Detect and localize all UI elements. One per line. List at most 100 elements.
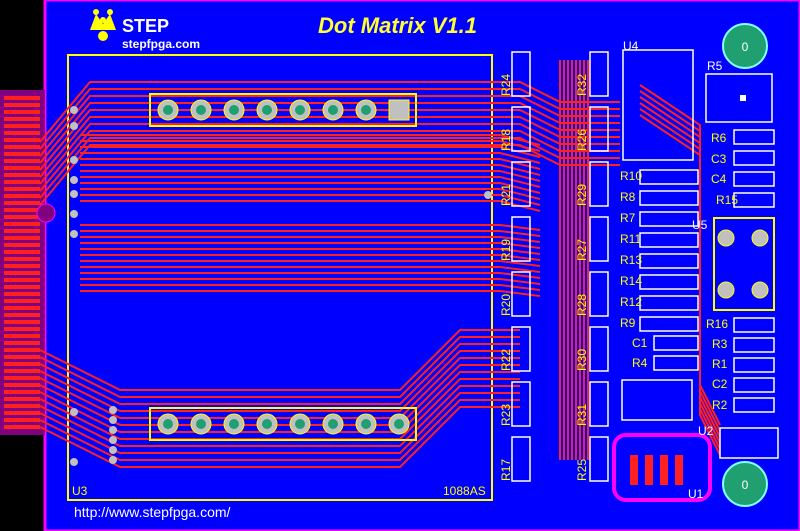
resistor-label: R17: [499, 458, 513, 481]
via: [109, 446, 117, 454]
header-pin-hole: [328, 419, 338, 429]
u1-pin: [660, 455, 668, 485]
resistor-footprint: [733, 357, 775, 373]
trace: [80, 230, 541, 237]
connector-finger: [4, 425, 40, 429]
connector-finger: [4, 222, 40, 226]
trace: [80, 254, 541, 261]
header-pins: [70, 99, 769, 466]
via: [70, 106, 78, 114]
trace: [39, 343, 520, 405]
resistor-footprint: [733, 171, 775, 187]
resistor-label: R20: [499, 293, 513, 316]
resistor-footprint: [589, 271, 609, 317]
trace: [80, 170, 541, 182]
connector-finger: [4, 110, 40, 114]
resistor-label: R21: [499, 183, 513, 206]
c4-label: C4: [711, 172, 727, 186]
via: [109, 426, 117, 434]
connector-finger: [4, 306, 40, 310]
board-url: http://www.stepfpga.com/: [74, 504, 231, 520]
via: [70, 210, 78, 218]
connector-finger: [4, 201, 40, 205]
mount-hole-mark: 0: [742, 40, 749, 54]
via: [484, 191, 492, 199]
header-pin-hole: [196, 419, 206, 429]
resistor-label: R14: [620, 274, 643, 288]
u1-pin: [645, 455, 653, 485]
via: [70, 122, 78, 130]
header-pin-hole: [163, 419, 173, 429]
mount-hole-mark: 0: [742, 478, 749, 492]
resistor-footprint: [639, 316, 699, 332]
trace: [80, 182, 541, 194]
header-pin-hole: [361, 419, 371, 429]
connector-finger: [4, 124, 40, 128]
connector-finger: [4, 173, 40, 177]
resistor-footprint: [511, 436, 531, 482]
via: [109, 436, 117, 444]
mount-hole-top: [722, 23, 768, 69]
u1-pin: [675, 455, 683, 485]
board-title: Dot Matrix V1.1: [318, 13, 477, 38]
trace: [639, 114, 721, 456]
header-pin-hole: [394, 419, 404, 429]
u5-footprint: [713, 217, 775, 311]
connector-finger: [4, 194, 40, 198]
resistor-label: R7: [620, 211, 636, 225]
header-pin-hole: [328, 105, 338, 115]
connector-finger: [4, 236, 40, 240]
u5-pad: [751, 229, 769, 247]
u1-mount: [612, 433, 712, 502]
connector-finger: [4, 418, 40, 422]
resistor-footprint: [733, 317, 775, 333]
bottom-header-outline: [149, 407, 417, 441]
resistor-label: R11: [620, 232, 642, 246]
r4-label: R4: [632, 356, 648, 370]
trace: [80, 242, 541, 249]
connector-finger: [4, 159, 40, 163]
trace: [80, 194, 541, 206]
resistor-footprint: [511, 51, 531, 97]
resistor-footprint: [589, 51, 609, 97]
resistor-label: R10: [620, 169, 643, 183]
via: [109, 406, 117, 414]
trace: [80, 260, 541, 267]
via: [109, 416, 117, 424]
header-pin-hole: [262, 105, 272, 115]
connector-finger: [4, 166, 40, 170]
resistor-footprint: [653, 355, 699, 371]
u1-footprint: [621, 379, 693, 421]
trace: [80, 152, 541, 164]
resistor-label: R31: [575, 403, 589, 426]
resistor-label: R12: [620, 295, 643, 309]
r2-label: R2: [712, 398, 728, 412]
resistor-footprint: [733, 150, 775, 166]
connector-finger: [4, 341, 40, 345]
resistor-footprint: [589, 436, 609, 482]
resistor-footprint: [589, 106, 609, 152]
header-pin-hole: [262, 419, 272, 429]
header-pin-hole: [361, 105, 371, 115]
connector-finger: [4, 243, 40, 247]
header-pin-hole: [295, 419, 305, 429]
trace: [80, 236, 541, 243]
resistor-footprint: [639, 295, 699, 311]
r5-label: R5: [707, 59, 723, 73]
connector-finger: [4, 355, 40, 359]
resistor-footprint: [639, 211, 699, 227]
connector-finger: [4, 187, 40, 191]
resistor-label: R9: [620, 316, 636, 330]
header-pin-hole: [229, 105, 239, 115]
u5-pad: [751, 281, 769, 299]
connector-finger: [4, 397, 40, 401]
connector-finger: [4, 362, 40, 366]
u5-label: U5: [692, 218, 708, 232]
trace: [80, 272, 541, 279]
resistor-label: R32: [575, 73, 589, 96]
header-pin-hole: [229, 419, 239, 429]
trace: [39, 329, 520, 391]
header-pin-1: [388, 99, 410, 121]
